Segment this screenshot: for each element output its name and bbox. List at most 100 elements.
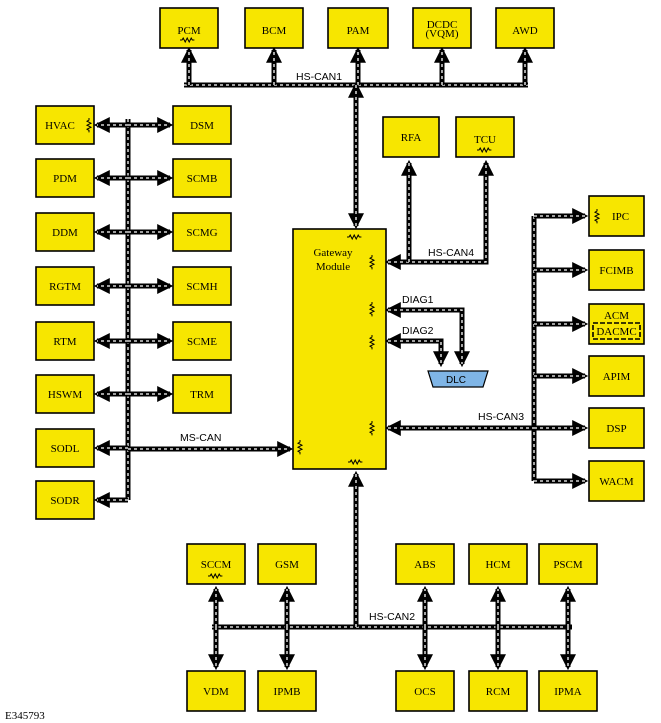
- dlc-label: DLC: [446, 375, 466, 386]
- ms-can-label: MS-CAN: [180, 432, 221, 444]
- diag2-label: DIAG2: [402, 325, 434, 337]
- module-ipmb: IPMB: [257, 670, 317, 712]
- sccm-label: SCCM: [201, 559, 232, 571]
- gw-term-diag1: [368, 302, 376, 317]
- dacmc-label: DACMC: [596, 326, 636, 338]
- hcm-label: HCM: [485, 559, 510, 571]
- dsm-label: DSM: [190, 120, 214, 132]
- vdm-label: VDM: [203, 686, 229, 698]
- module-rtm: RTM: [35, 321, 95, 361]
- module-dsm: DSM: [172, 105, 232, 145]
- gateway-label-line2: Module: [316, 261, 350, 273]
- module-hswm: HSWM: [35, 374, 95, 414]
- rcm-label: RCM: [486, 686, 511, 698]
- module-awd: AWD: [495, 7, 555, 49]
- pscm-label: PSCM: [553, 559, 583, 571]
- acm-label: ACM: [604, 310, 629, 322]
- gw-term-bottom: [348, 458, 363, 466]
- tcu-label: TCU: [474, 134, 496, 146]
- module-sodl: SODL: [35, 428, 95, 468]
- module-trm: TRM: [172, 374, 232, 414]
- diag1-wire: [384, 301, 471, 368]
- rtm-label: RTM: [53, 336, 76, 348]
- module-tcu: TCU: [455, 116, 515, 158]
- gw-term-hs3: [368, 421, 376, 436]
- module-sodr: SODR: [35, 480, 95, 520]
- dcdc-sub-label: (VQM): [426, 28, 459, 40]
- hvac-label: HVAC: [45, 120, 75, 132]
- apim-label: APIM: [603, 371, 631, 383]
- scme-label: SCME: [187, 336, 217, 348]
- ipc-terminator: [593, 209, 601, 224]
- wacm-label: WACM: [599, 476, 633, 488]
- module-ddm: DDM: [35, 212, 95, 252]
- gw-term-diag2: [368, 335, 376, 350]
- trm-label: TRM: [190, 389, 214, 401]
- module-rfa: RFA: [382, 116, 440, 158]
- rfa-label: RFA: [401, 132, 422, 144]
- module-scme: SCME: [172, 321, 232, 361]
- module-scmg: SCMG: [172, 212, 232, 252]
- module-ipma: IPMA: [538, 670, 598, 712]
- hs-can4-label: HS-CAN4: [428, 247, 474, 259]
- module-apim: APIM: [588, 355, 645, 397]
- module-ocs: OCS: [395, 670, 455, 712]
- sodr-label: SODR: [50, 495, 80, 507]
- module-pcm: PCM: [159, 7, 219, 49]
- module-fcimb: FCIMB: [588, 249, 645, 291]
- ipmb-label: IPMB: [274, 686, 301, 698]
- module-rgtm: RGTM: [35, 266, 95, 306]
- hs-can3-label: HS-CAN3: [478, 411, 524, 423]
- ipc-label: IPC: [612, 211, 629, 223]
- module-abs: ABS: [395, 543, 455, 585]
- gsm-label: GSM: [275, 559, 299, 571]
- gw-term-top: [347, 233, 362, 241]
- hs-can2-label: HS-CAN2: [369, 611, 415, 623]
- dlc-connector: DLC: [427, 370, 489, 388]
- module-vdm: VDM: [186, 670, 246, 712]
- module-wacm: WACM: [588, 460, 645, 502]
- awd-label: AWD: [512, 25, 537, 37]
- scmh-label: SCMH: [186, 281, 217, 293]
- gw-term-hs4: [368, 255, 376, 270]
- module-gsm: GSM: [257, 543, 317, 585]
- bcm-label: BCM: [262, 25, 287, 37]
- rgtm-label: RGTM: [49, 281, 81, 293]
- module-ipc: IPC: [588, 195, 645, 237]
- module-rcm: RCM: [468, 670, 528, 712]
- dacmc-outline: [592, 322, 641, 340]
- abs-label: ABS: [414, 559, 435, 571]
- diag1-label: DIAG1: [402, 294, 434, 306]
- module-scmb: SCMB: [172, 158, 232, 198]
- module-hvac: HVAC: [35, 105, 95, 145]
- figure-id: E345793: [5, 710, 45, 722]
- pcm-terminator: [180, 36, 195, 44]
- hs-can1-label: HS-CAN1: [296, 71, 342, 83]
- hswm-label: HSWM: [48, 389, 82, 401]
- pam-label: PAM: [347, 25, 370, 37]
- sccm-terminator: [208, 572, 223, 580]
- ddm-label: DDM: [52, 227, 78, 239]
- sodl-label: SODL: [51, 443, 80, 455]
- tcu-terminator: [477, 146, 492, 154]
- hvac-terminator: [85, 118, 93, 133]
- scmb-label: SCMB: [187, 173, 218, 185]
- module-bcm: BCM: [244, 7, 304, 49]
- module-pdm: PDM: [35, 158, 95, 198]
- dcdc-label: DCDC: [427, 19, 458, 31]
- dsp-label: DSP: [606, 423, 626, 435]
- hs-can4-tcu-wire: [384, 159, 495, 271]
- module-sccm: SCCM: [186, 543, 246, 585]
- module-pam: PAM: [327, 7, 389, 49]
- ocs-label: OCS: [414, 686, 435, 698]
- pdm-label: PDM: [53, 173, 77, 185]
- ipma-label: IPMA: [554, 686, 582, 698]
- module-hcm: HCM: [468, 543, 528, 585]
- scmg-label: SCMG: [186, 227, 217, 239]
- pcm-label: PCM: [177, 25, 200, 37]
- module-scmh: SCMH: [172, 266, 232, 306]
- gw-term-ms: [296, 440, 304, 455]
- fcimb-label: FCIMB: [599, 265, 633, 277]
- module-pscm: PSCM: [538, 543, 598, 585]
